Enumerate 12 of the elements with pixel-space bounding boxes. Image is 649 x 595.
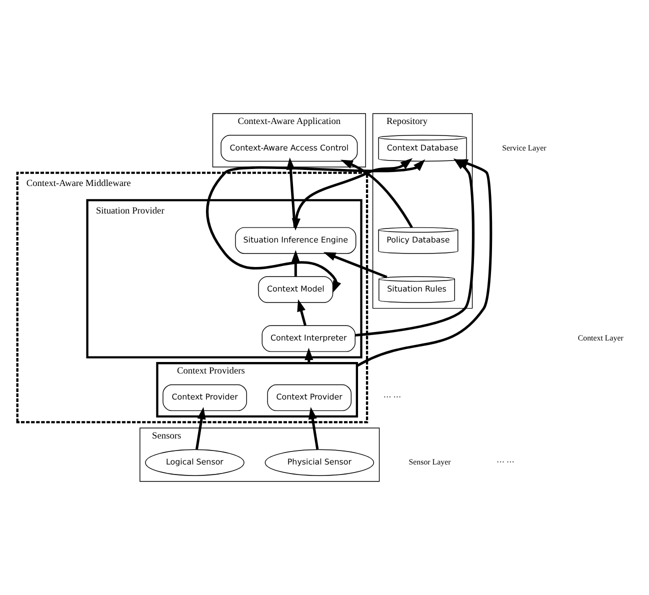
arrow <box>292 158 413 231</box>
label: Service Layer <box>502 143 546 152</box>
label: ··· ··· <box>496 458 514 467</box>
arrow <box>195 406 206 450</box>
arrow <box>297 299 306 326</box>
arrow <box>340 160 413 228</box>
label: Sensor Layer <box>408 458 451 467</box>
arrow <box>206 159 426 294</box>
label: Context Layer <box>578 334 624 343</box>
arrow <box>308 406 319 450</box>
arrow <box>291 250 300 276</box>
label: ··· ··· <box>383 392 402 402</box>
